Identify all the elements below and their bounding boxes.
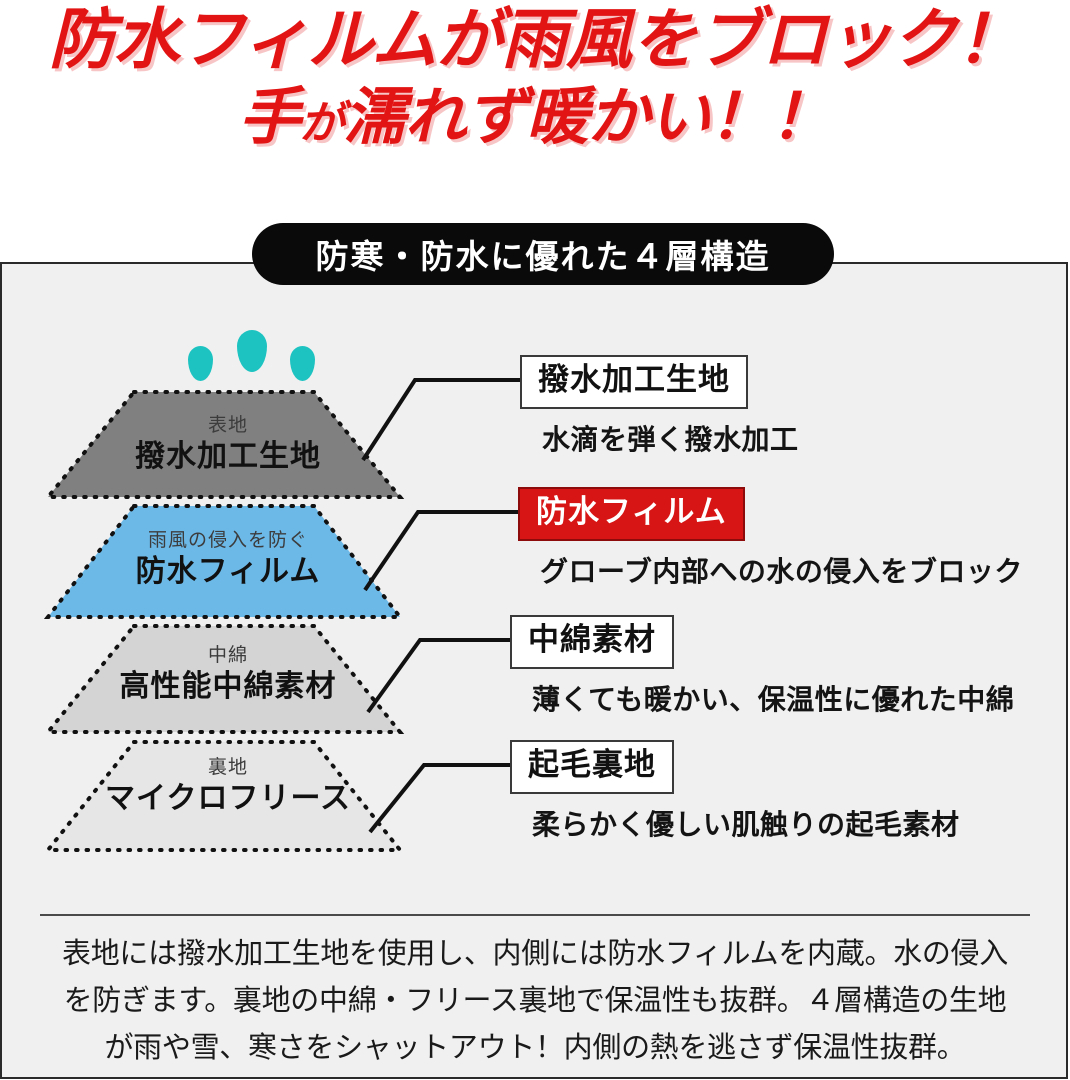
layer-shape-3 <box>43 624 405 734</box>
footer-line-1: 表地には撥水加工生地を使用し、内側には防水フィルムを内蔵。水の侵入 <box>62 936 1008 970</box>
leader-line-shapes <box>361 378 520 834</box>
leader-line-1 <box>361 378 520 462</box>
callout-title-2[interactable]: 防水フィルム <box>518 487 745 541</box>
footer-description: 表地には撥水加工生地を使用し、内側には防水フィルムを内蔵。水の侵入 を防ぎます。… <box>46 930 1024 1071</box>
headline-line-2-part-a: 手 <box>238 79 301 153</box>
callout-title-1[interactable]: 撥水加工生地 <box>520 355 748 409</box>
headline-line-1: 防水フィルムが雨風をブロック！ <box>48 1 1022 78</box>
headline: 防水フィルムが雨風をブロック！ 手が濡れず暖かい！！ <box>0 0 1070 205</box>
leader-lines <box>0 262 1068 962</box>
callout-2[interactable]: 防水フィルム グローブ内部への水の侵入をブロック <box>518 487 1023 590</box>
layer-shape-2 <box>43 504 405 619</box>
headline-line-2: 手が濡れず暖かい！！ <box>0 84 1070 149</box>
headline-line-2-part-c: 濡れず暖かい！！ <box>343 79 832 153</box>
callout-desc-1: 水滴を弾く撥水加工 <box>542 422 799 456</box>
callout-desc-2: グローブ内部への水の侵入をブロック <box>540 554 1023 588</box>
callout-4[interactable]: 起毛裏地 柔らかく優しい肌触りの起毛素材 <box>510 740 960 843</box>
callout-desc-4: 柔らかく優しい肌触りの起毛素材 <box>532 807 960 841</box>
leader-line-3 <box>366 638 510 714</box>
callout-1[interactable]: 撥水加工生地 水滴を弾く撥水加工 <box>520 355 799 458</box>
layer-shapes <box>43 390 405 852</box>
footer-line-2: を防ぎます。裏地の中綿・フリース裏地で保温性も抜群。４層構造の生地 <box>63 982 1007 1017</box>
section-banner-label: 防寒・防水に優れた４層構造 <box>315 237 771 276</box>
callout-3[interactable]: 中綿素材 薄くても暖かい、保温性に優れた中綿 <box>510 615 1014 718</box>
callout-title-3[interactable]: 中綿素材 <box>510 615 674 669</box>
leader-line-4 <box>368 763 510 834</box>
footer-line-3: が雨や雪、寒さをシャットアウト！内側の熱を逃さず保温性抜群。 <box>104 1029 966 1064</box>
layer-shape-4 <box>43 740 405 852</box>
layer-stack-diagram <box>0 262 480 862</box>
leader-line-2 <box>363 510 518 592</box>
section-banner: 防寒・防水に優れた４層構造 <box>252 223 834 285</box>
footer-divider <box>40 914 1030 916</box>
layer-shape-1 <box>43 390 405 499</box>
callout-desc-3: 薄くても暖かい、保温性に優れた中綿 <box>532 682 1015 716</box>
callout-title-4[interactable]: 起毛裏地 <box>510 740 674 794</box>
headline-line-2-part-b: が <box>299 96 345 149</box>
